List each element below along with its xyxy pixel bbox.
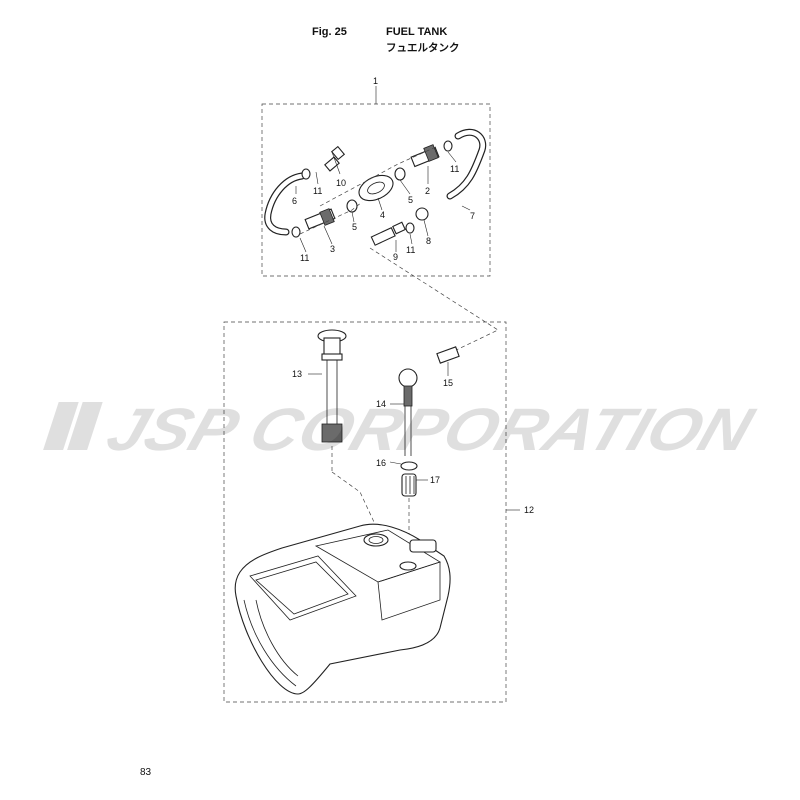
figure-number: Fig. 25 — [312, 26, 347, 38]
callout-5: 5 — [352, 222, 357, 232]
figure-title: FUEL TANK — [386, 26, 448, 38]
callout-5: 5 — [408, 195, 413, 205]
callout-2: 2 — [425, 186, 430, 196]
callout-17: 17 — [430, 475, 440, 485]
filter-17 — [401, 473, 417, 497]
svg-text:JSP CORPORATION: JSP CORPORATION — [99, 398, 763, 456]
callout-15: 15 — [443, 378, 453, 388]
callout-13: 13 — [292, 369, 302, 379]
clamp-11 — [301, 168, 311, 180]
ring-5 — [394, 167, 406, 181]
callout-3: 3 — [330, 244, 335, 254]
fuel-tank — [234, 523, 451, 695]
jsp-corporation-watermark: JSP CORPORATION — [43, 398, 763, 456]
callout-16: 16 — [376, 458, 386, 468]
callout-12: 12 — [524, 505, 534, 515]
callout-11: 11 — [406, 245, 415, 255]
connector-2 — [410, 144, 440, 168]
callout-14: 14 — [376, 399, 386, 409]
connector-3 — [304, 208, 336, 230]
callout-9: 9 — [393, 252, 398, 262]
connector-15 — [436, 346, 460, 364]
pickup-elbow-14 — [398, 368, 418, 456]
clamp-11 — [291, 226, 301, 238]
callout-8: 8 — [426, 236, 431, 246]
callout-11: 11 — [450, 164, 459, 174]
ring-8 — [415, 207, 429, 221]
callout-11: 11 — [313, 186, 322, 196]
figure-title-japanese: フュエルタンク — [386, 42, 460, 54]
fuel-tank-assembly-box — [223, 321, 507, 703]
o-ring-16 — [400, 461, 418, 471]
callout-7: 7 — [470, 211, 475, 221]
connector-9 — [370, 221, 406, 246]
clamp-11 — [405, 222, 415, 234]
callout-1: 1 — [373, 76, 378, 86]
callout-4: 4 — [380, 210, 385, 220]
callout-10: 10 — [336, 178, 346, 188]
callout-6: 6 — [292, 196, 297, 206]
clamp-11 — [443, 140, 453, 152]
callout-11: 11 — [300, 253, 309, 263]
fuel-gauge-13 — [317, 329, 347, 443]
page-number: 83 — [140, 767, 152, 778]
connector-10 — [324, 145, 346, 172]
